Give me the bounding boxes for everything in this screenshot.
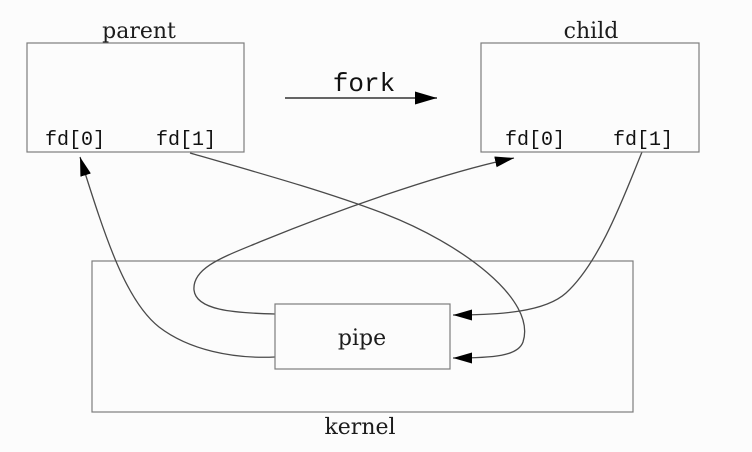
- child-fd0-label: fd[0]: [505, 129, 565, 152]
- connection-parent-fd1-to-pipe: [189, 152, 526, 364]
- connection-pipe-to-parent-fd0: [79, 156, 276, 358]
- child-fd1-label: fd[1]: [613, 129, 673, 152]
- child-box-label: child: [564, 19, 619, 44]
- pipe-box: [274, 303, 451, 370]
- pipe-box-label: pipe: [338, 326, 386, 351]
- connection-child-fd1-to-pipe: [452, 151, 643, 321]
- parent-process-box: [26, 42, 245, 153]
- kernel-box-label: kernel: [324, 415, 395, 440]
- parent-fd1-label: fd[1]: [156, 129, 216, 152]
- parent-box-label: parent: [102, 19, 176, 44]
- fork-label: fork: [333, 69, 395, 99]
- parent-fd0-label: fd[0]: [45, 129, 105, 152]
- child-process-box: [480, 42, 700, 153]
- connection-pipe-to-child-fd0: [193, 156, 515, 315]
